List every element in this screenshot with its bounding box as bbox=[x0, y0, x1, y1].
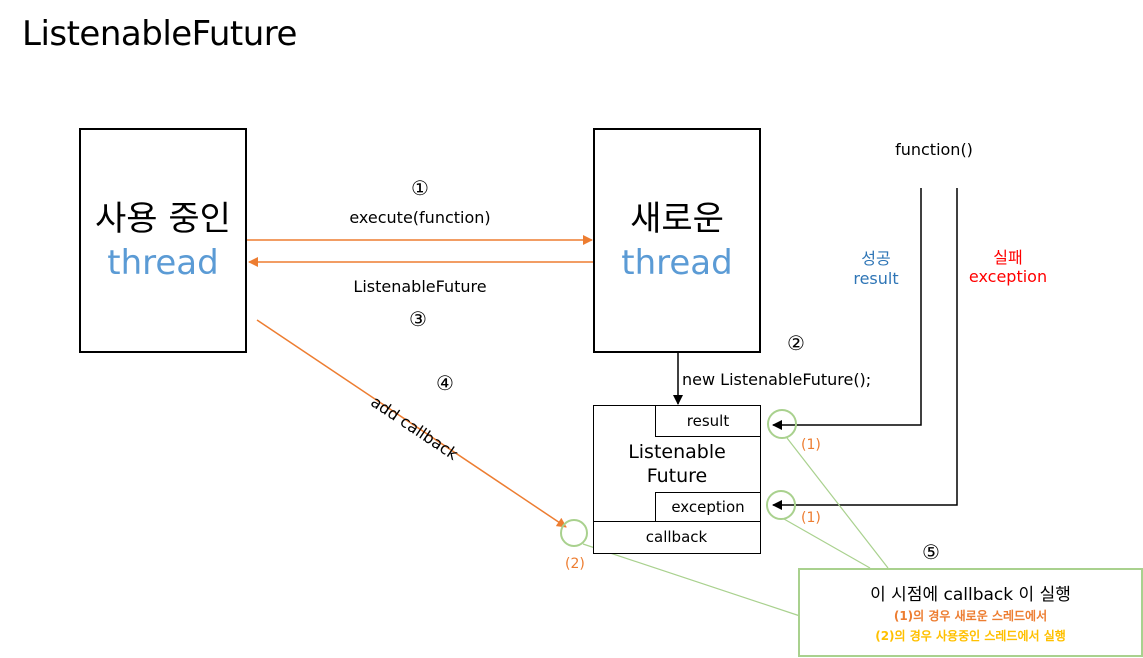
marker-circle-result bbox=[767, 409, 797, 439]
note-main-text: 이 시점에 callback 이 실행 bbox=[870, 585, 1071, 605]
failure-line bbox=[772, 188, 958, 510]
return-future-label: ListenableFuture bbox=[353, 277, 487, 296]
page-title: ListenableFuture bbox=[22, 14, 297, 54]
exception-slot: exception bbox=[655, 492, 761, 522]
step-3-marker: ③ bbox=[409, 307, 427, 331]
success-line bbox=[772, 188, 922, 430]
success-label: result bbox=[853, 269, 899, 288]
note-link-callback bbox=[582, 543, 801, 617]
current-thread-box: 사용 중인 thread bbox=[79, 128, 247, 353]
new-future-label: new ListenableFuture(); bbox=[682, 370, 872, 389]
step-5-marker: ⑤ bbox=[922, 540, 940, 564]
new-thread-label: thread bbox=[621, 242, 733, 283]
future-label-line2: Future bbox=[646, 465, 708, 487]
note-link-exception bbox=[783, 518, 871, 569]
callback-slot: callback bbox=[592, 521, 761, 554]
function-label: function() bbox=[895, 140, 973, 159]
marker-2-callback: (2) bbox=[565, 556, 585, 572]
marker-1-result: (1) bbox=[801, 437, 821, 453]
note-line-new-thread: (1)의 경우 새로운 스레드에서 bbox=[893, 609, 1048, 623]
success-label-ko: 성공 bbox=[861, 249, 891, 268]
note-line-current-thread: (2)의 경우 사용중인 스레드에서 실행 bbox=[875, 629, 1066, 643]
note-link-result bbox=[786, 437, 889, 569]
failure-label: exception bbox=[968, 267, 1048, 286]
marker-circle-callback bbox=[560, 519, 588, 547]
new-thread-box: 새로운 thread bbox=[593, 128, 761, 353]
execute-label: execute(function) bbox=[349, 208, 491, 227]
listenable-future-box: result Listenable Future exception callb… bbox=[592, 404, 761, 554]
step-1-marker: ① bbox=[411, 176, 429, 200]
marker-1-exception: (1) bbox=[801, 510, 821, 526]
future-label-line1: Listenable bbox=[628, 441, 726, 463]
add-callback-arrow bbox=[256, 319, 567, 528]
step-2-marker: ② bbox=[787, 331, 805, 355]
new-thread-label-ko: 새로운 bbox=[630, 198, 724, 239]
current-thread-label-ko: 사용 중인 bbox=[95, 198, 231, 239]
callback-note-box: 이 시점에 callback 이 실행 (1)의 경우 새로운 스레드에서 (2… bbox=[798, 568, 1143, 657]
current-thread-label: thread bbox=[107, 242, 219, 283]
step-4-marker: ④ bbox=[436, 371, 454, 395]
result-slot: result bbox=[655, 404, 761, 437]
marker-circle-exception bbox=[766, 490, 796, 520]
failure-label-ko: 실패 bbox=[993, 248, 1023, 267]
